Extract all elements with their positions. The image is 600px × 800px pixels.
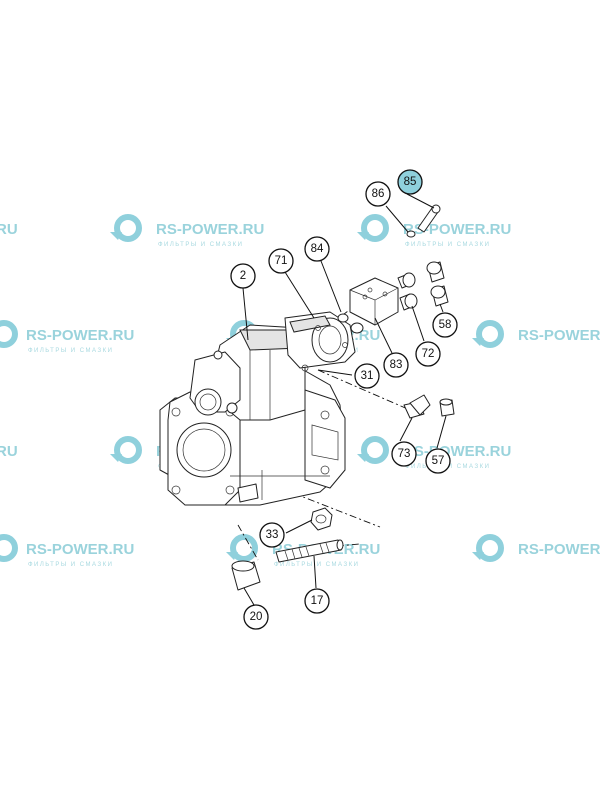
watermark-text: RS-POWER.RU xyxy=(156,221,264,238)
elbow-fitting-part-73 xyxy=(403,394,431,419)
watermark-logo: RU xyxy=(0,221,18,238)
watermark-logo: RS-POWER.RU ФИЛЬТРЫ И СМАЗКИ xyxy=(0,534,134,568)
callout-layer: 2 71 84 86 85 31 83 72 58 73 57 xyxy=(230,169,458,630)
watermark-text: RS-POWER.RU xyxy=(26,327,134,344)
callout-17[interactable]: 17 xyxy=(304,588,330,614)
o-ring-part-84 xyxy=(337,313,349,323)
watermark-logo-icon xyxy=(361,214,389,242)
watermark-logo: RS-POWER xyxy=(472,320,600,348)
callout-84[interactable]: 84 xyxy=(304,236,330,262)
watermark-logo: RS-POWER.RU ФИЛЬТРЫ И СМАЗКИ xyxy=(357,214,511,248)
callout-71[interactable]: 71 xyxy=(268,248,294,274)
callout-57[interactable]: 57 xyxy=(425,448,451,474)
watermark-tagline: ФИЛЬТРЫ И СМАЗКИ xyxy=(274,562,359,568)
watermark-text: RS-POWER.RU xyxy=(26,541,134,558)
watermark-logo-icon xyxy=(0,320,18,348)
pump-housing-part-2 xyxy=(159,324,346,506)
pin-part-85 xyxy=(417,204,441,233)
valve-body-part-71 xyxy=(284,311,356,372)
callout-label: 83 xyxy=(390,359,403,371)
callout-label: 58 xyxy=(439,319,452,331)
watermark-tagline: ФИЛЬТРЫ И СМАЗКИ xyxy=(405,242,490,248)
watermark-logo: RS-POWER.RU ФИЛЬТРЫ И СМАЗКИ xyxy=(110,214,264,248)
callout-20[interactable]: 20 xyxy=(243,604,269,630)
watermark-text: RS-POWER xyxy=(518,327,600,344)
sleeve-part-20 xyxy=(231,560,261,591)
callout-2[interactable]: 2 xyxy=(230,263,256,289)
watermark-logo-icon xyxy=(361,436,389,464)
callout-label: 86 xyxy=(372,188,385,200)
callout-31[interactable]: 31 xyxy=(354,363,380,389)
callout-label: 17 xyxy=(311,595,324,607)
watermark-text: RU xyxy=(0,221,18,238)
washer-part-86 xyxy=(406,230,416,238)
callout-83[interactable]: 83 xyxy=(383,352,409,378)
watermark-text: RS-POWER.RU xyxy=(403,221,511,238)
watermark-text: RS-POWER.RU xyxy=(403,443,511,460)
cap-part-58 xyxy=(426,261,449,307)
callout-label: 73 xyxy=(398,448,411,460)
leader-lines xyxy=(242,193,447,606)
watermark-logo: RU xyxy=(0,443,18,460)
o-ring-part-83 xyxy=(350,322,364,334)
callout-label: 71 xyxy=(275,255,288,267)
callout-85[interactable]: 85 xyxy=(397,169,423,195)
watermark-tagline: ФИЛЬТРЫ И СМАЗКИ xyxy=(28,348,113,354)
callout-72[interactable]: 72 xyxy=(415,341,441,367)
callout-label: 20 xyxy=(250,611,263,623)
watermark-logo-icon xyxy=(0,534,18,562)
callout-58[interactable]: 58 xyxy=(432,312,458,338)
watermark-tagline: ФИЛЬТРЫ И СМАЗКИ xyxy=(28,562,113,568)
callout-label: 72 xyxy=(422,348,435,360)
watermark-logo-icon xyxy=(114,214,142,242)
watermark-logo-icon xyxy=(476,320,504,348)
watermark-text: RS-POWER xyxy=(518,541,600,558)
callout-label: 31 xyxy=(361,370,374,382)
stud-part-17 xyxy=(275,539,344,563)
watermark-tagline: ФИЛЬТРЫ И СМАЗКИ xyxy=(158,242,243,248)
callout-label: 57 xyxy=(432,455,445,467)
nut-part-33 xyxy=(310,507,333,531)
manifold-block-part-72 xyxy=(349,272,418,326)
watermark-logo-icon xyxy=(230,534,258,562)
callout-label: 85 xyxy=(404,176,417,188)
callout-label: 33 xyxy=(266,529,279,541)
watermark-logo-icon xyxy=(476,534,504,562)
callout-label: 84 xyxy=(311,243,324,255)
callout-86[interactable]: 86 xyxy=(365,181,391,207)
callout-label: 2 xyxy=(240,270,246,282)
watermark-logo: RS-POWER.RU ФИЛЬТРЫ И СМАЗКИ xyxy=(0,320,134,354)
callout-73[interactable]: 73 xyxy=(391,441,417,467)
watermark-logo-icon xyxy=(114,436,142,464)
callout-33[interactable]: 33 xyxy=(259,522,285,548)
watermark-text: RU xyxy=(0,443,18,460)
cap-part-57 xyxy=(439,398,455,417)
watermark-logo: RS-POWER xyxy=(472,534,600,562)
